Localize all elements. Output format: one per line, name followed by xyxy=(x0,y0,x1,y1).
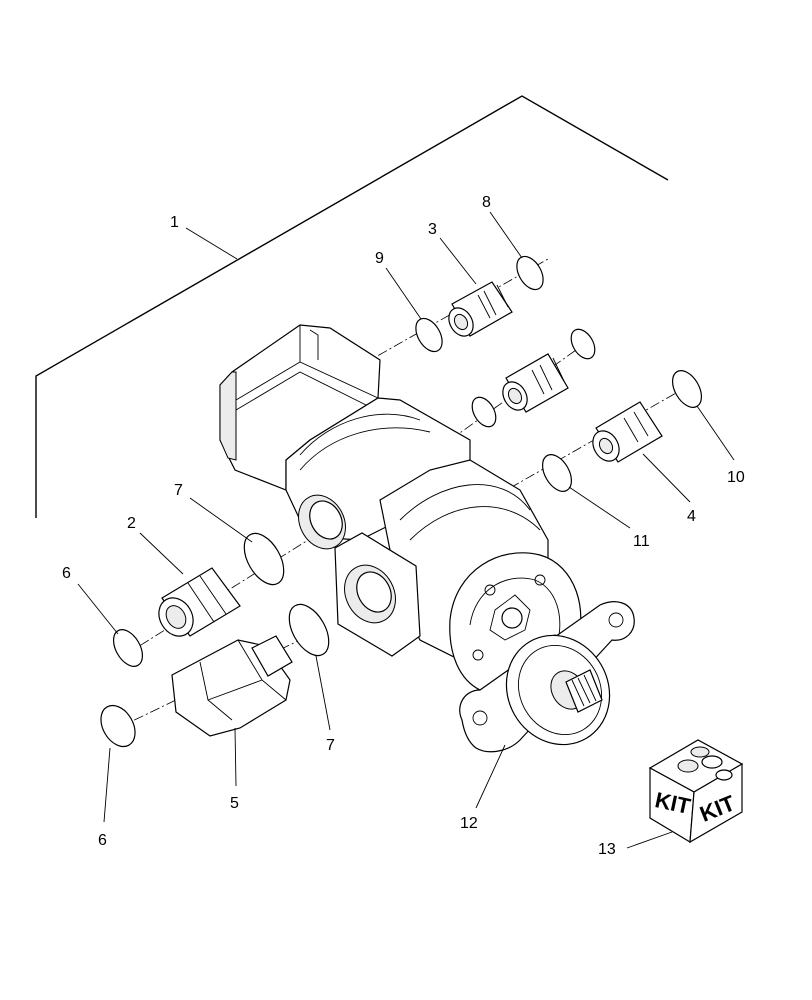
kit-box: KIT KIT xyxy=(648,739,744,844)
callout-5: 5 xyxy=(230,795,239,812)
callout-9: 9 xyxy=(375,250,384,267)
centerline-top xyxy=(299,258,549,401)
assembly-bracket-line xyxy=(35,95,669,518)
callout-1: 1 xyxy=(170,214,179,231)
leader-line-13 xyxy=(626,831,673,849)
leader-line-4 xyxy=(642,453,691,503)
o-ring-6-upper xyxy=(112,629,144,667)
fitting-middle xyxy=(502,353,569,413)
leader-line-8 xyxy=(489,211,523,259)
cap-5 xyxy=(171,635,293,737)
mounting-flange xyxy=(459,601,635,753)
fitting-2 xyxy=(158,567,241,637)
callout-12: 12 xyxy=(460,815,478,832)
o-ring-7-upper xyxy=(243,532,285,586)
o-ring-8 xyxy=(516,255,544,291)
leader-line-9 xyxy=(385,267,422,320)
callout-4: 4 xyxy=(687,508,696,525)
leader-line-5 xyxy=(234,727,237,787)
callout-8: 8 xyxy=(482,194,491,211)
leader-line-1 xyxy=(185,227,238,260)
leader-line-12 xyxy=(475,744,506,809)
leader-line-6a xyxy=(77,583,119,635)
pump-body xyxy=(219,324,582,697)
leader-line-2 xyxy=(139,532,184,575)
callout-10: 10 xyxy=(727,469,745,486)
callout-2: 2 xyxy=(127,515,136,532)
fitting-4 xyxy=(592,401,663,463)
leader-line-7a xyxy=(189,497,253,543)
callout-6b: 6 xyxy=(98,832,107,849)
o-ring-7-lower xyxy=(288,603,330,657)
o-ring-middle-left xyxy=(471,396,497,428)
callout-13: 13 xyxy=(598,841,616,858)
callout-3: 3 xyxy=(428,221,437,238)
callout-6a: 6 xyxy=(62,565,71,582)
leader-line-3 xyxy=(439,237,477,285)
centerline-left-upper xyxy=(124,519,341,656)
o-ring-top-right xyxy=(570,328,596,360)
callout-11: 11 xyxy=(633,533,650,550)
leader-line-10 xyxy=(696,405,735,461)
fitting-3 xyxy=(448,281,513,337)
o-ring-11 xyxy=(541,454,573,492)
o-ring-10 xyxy=(671,370,703,408)
o-ring-9 xyxy=(415,317,443,353)
o-ring-6-lower xyxy=(100,704,136,748)
callout-7b: 7 xyxy=(326,737,335,754)
leader-line-6b xyxy=(103,747,111,823)
callout-7a: 7 xyxy=(174,482,183,499)
leader-line-7b xyxy=(315,655,331,731)
leader-line-11 xyxy=(568,486,631,529)
